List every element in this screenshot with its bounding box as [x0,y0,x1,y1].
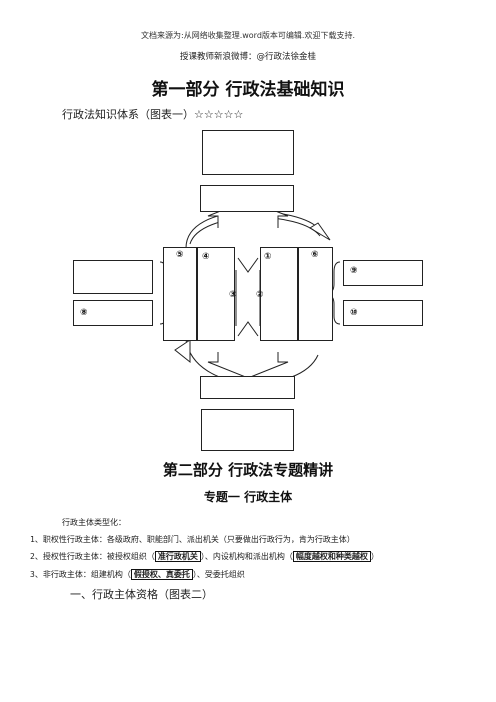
diagram-box-1 [260,247,298,341]
item-2-prefix: 2、授权性行政主体：被授权组织（ [30,552,155,561]
section-title-subject-qualification: 一、行政主体资格（图表二） [70,588,213,601]
teacher-weibo-note: 授课教师新浪微博：@行政法徐金桂 [179,52,316,62]
diagram-bottom-arrow-box [200,376,295,399]
diagram-bottom-box [201,409,294,451]
part1-title: 第一部分 行政法基础知识 [151,80,345,100]
diagram-box-4 [197,247,235,341]
item-2-box-2: 幅度越权和种类越权 [292,551,371,562]
topic-title: 专题一 行政主体 [203,490,293,504]
item-1: 1、职权性行政主体：各级政府、职能部门、派出机关（只要做出行政行为，肯为行政主体… [30,535,355,544]
diagram-box-5 [163,247,197,341]
label-3: ③ [229,290,237,300]
label-2: ② [256,290,264,300]
item-3-prefix: 3、非行政主体：组建机构（ [30,570,131,579]
diagram-box-6 [298,247,333,341]
label-1: ① [264,252,272,262]
diagram-top-arrow-box [200,185,294,212]
label-4: ④ [202,252,210,262]
diagram-right-box-9 [343,260,423,286]
diagram-right-box-10 [343,300,423,326]
knowledge-system-title: 行政法知识体系（图表一）☆☆☆☆☆ [62,108,244,121]
diagram-top-box [202,130,294,175]
diagram-left-box-8 [73,300,153,326]
label-9: ⑨ [350,266,358,276]
diagram-left-box-top [73,260,153,294]
item-2-mid: ）、内设机构和派出机构（ [200,552,293,561]
intro-line: 行政主体类型化： [62,518,126,527]
item-2: 2、授权性行政主体：被授权组织（准行政机关）、内设机构和派出机构（幅度越权和种类… [30,551,379,562]
center-bottom-arrow [207,352,289,379]
item-3-suffix: ）、受委托组织 [192,570,245,579]
source-note: 文档来源为:从网络收集整理.word版本可编辑.欢迎下载支持. [141,31,355,40]
item-3: 3、非行政主体：组建机构（假授权、真委托）、受委托组织 [30,569,245,580]
label-6: ⑥ [311,250,319,260]
label-5: ⑤ [176,250,184,260]
label-8: ⑧ [80,308,88,318]
part2-title: 第二部分 行政法专题精讲 [162,461,334,479]
item-3-box: 假授权、真委托 [130,569,193,580]
diagram-connectors [159,199,341,384]
label-10: ⑩ [350,308,358,318]
item-2-suffix: ） [370,552,379,561]
item-2-box-1: 准行政机关 [154,551,201,562]
